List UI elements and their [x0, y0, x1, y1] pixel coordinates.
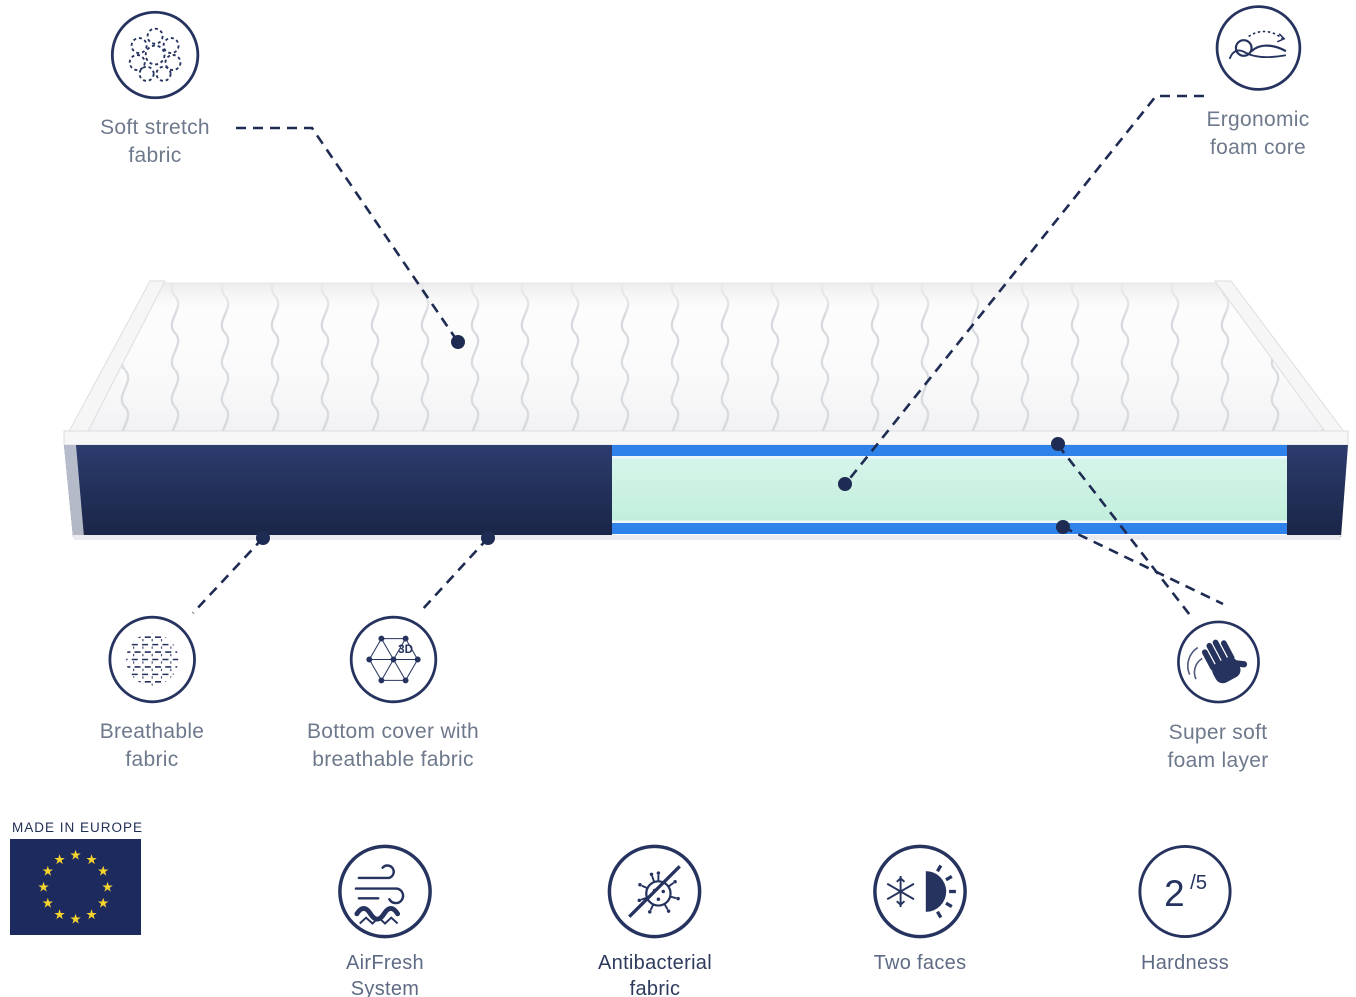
svg-text:★: ★: [42, 896, 54, 911]
soft-stretch-label: Soft stretch fabric: [100, 116, 210, 167]
soft-stretch-line: [236, 126, 458, 340]
hardness-label: Hardness: [1141, 952, 1229, 974]
eu-stars: ★★ ★★ ★★ ★★ ★★ ★★: [37, 848, 113, 927]
callout-dots: [256, 335, 1070, 545]
svg-text:★: ★: [85, 907, 97, 922]
svg-text:★: ★: [42, 864, 54, 879]
eu-flag: ★★ ★★ ★★ ★★ ★★ ★★: [10, 839, 141, 935]
foam-core-cutaway: [612, 445, 1287, 534]
super-soft-callout: Super soft foam layer: [1167, 617, 1268, 774]
bottom-cover-3d-icon: 3D: [349, 615, 437, 704]
svg-text:★: ★: [69, 848, 81, 863]
super-soft-line-bottom: [1062, 525, 1224, 606]
breathable-line: [192, 537, 264, 614]
super-soft-label: Super soft foam layer: [1167, 721, 1269, 772]
hardness-icon: 2 /5: [1138, 844, 1232, 939]
hardness-badge: 2 /5 Hardness: [1137, 843, 1234, 976]
breathable-fabric-icon: [108, 615, 196, 704]
airfresh-badge: AirFresh System: [337, 843, 434, 997]
three-d-text: 3D: [398, 643, 413, 656]
svg-text:★: ★: [101, 880, 113, 895]
soft-stretch-callout: Soft stretch fabric: [100, 8, 210, 169]
svg-text:★: ★: [97, 896, 109, 911]
airfresh-label: AirFresh System: [346, 952, 424, 997]
mattress-top-face: [63, 280, 1349, 446]
ergonomic-label: Ergonomic foam core: [1206, 108, 1310, 159]
svg-text:★: ★: [53, 907, 65, 922]
airfresh-icon: [338, 844, 432, 939]
hardness-score: 2: [1164, 873, 1185, 914]
snowflake-half: [886, 875, 915, 908]
mattress-bottom-edge: [73, 535, 1341, 540]
svg-text:★: ★: [37, 880, 49, 895]
mattress-side-cover: [64, 445, 1348, 537]
antibacterial-badge: Antibacterial fabric: [598, 843, 712, 997]
callout-lines: [192, 94, 1224, 620]
antibacterial-label: Antibacterial fabric: [598, 952, 712, 997]
svg-text:★: ★: [53, 852, 65, 867]
hardness-scale: /5: [1190, 872, 1207, 894]
super-soft-line-top: [1056, 444, 1195, 620]
svg-text:★: ★: [69, 912, 81, 927]
made-in-europe-block: MADE IN EUROPE ★★ ★★ ★★ ★★ ★★ ★★: [10, 820, 143, 940]
svg-text:★: ★: [85, 852, 97, 867]
svg-text:★: ★: [97, 864, 109, 879]
made-in-europe-label: MADE IN EUROPE: [12, 820, 144, 835]
super-soft-hand-icon: [1176, 620, 1260, 704]
soft-stretch-fabric-icon: [110, 10, 200, 100]
two-faces-icon: [873, 844, 967, 939]
breathable-label: Breathable fabric: [99, 720, 205, 771]
two-faces-badge: Two faces: [872, 843, 969, 976]
ergonomic-line: [845, 94, 1204, 483]
bottom-cover-label: Bottom cover with breathable fabric: [307, 720, 479, 771]
antibacterial-icon: [608, 844, 702, 939]
breathable-callout: Breathable fabric: [100, 613, 205, 773]
two-faces-label: Two faces: [873, 952, 967, 974]
ergonomic-foam-icon: [1215, 5, 1301, 91]
ergonomic-callout: Ergonomic foam core: [1206, 2, 1309, 161]
prohibition-slash: [628, 865, 682, 918]
bottom-cover-line: [420, 537, 489, 612]
sun-half: [925, 871, 947, 912]
bottom-cover-callout: 3D Bottom cover with breathable fabric: [307, 613, 479, 773]
